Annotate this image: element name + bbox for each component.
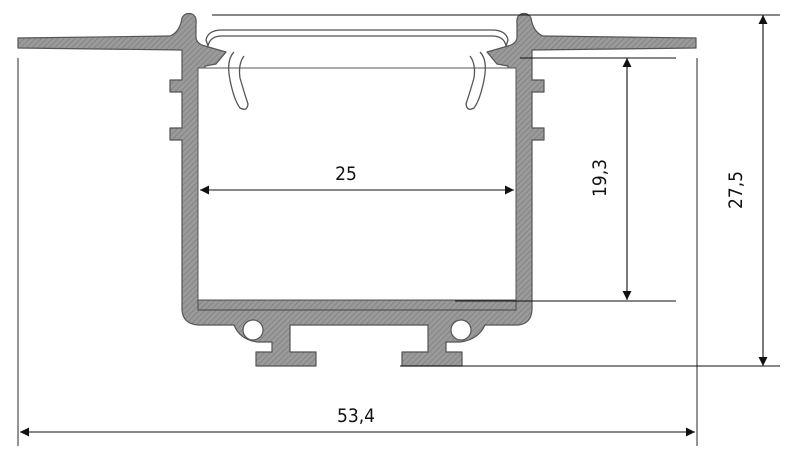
diffuser-clip-right <box>465 51 486 110</box>
screw-channel-left <box>242 319 264 341</box>
diffuser-cover <box>205 29 509 47</box>
diffuser-clip-left <box>228 51 249 110</box>
dim-label-inner-height: 19,3 <box>589 159 611 197</box>
screw-channel-right <box>450 319 472 341</box>
aluminium-profile <box>17 12 697 367</box>
profile-cavity <box>197 67 517 301</box>
dim-label-total-height: 27,5 <box>725 171 747 209</box>
dim-label-total-width: 53,4 <box>337 405 375 427</box>
dim-label-inner-width: 25 <box>335 163 357 185</box>
